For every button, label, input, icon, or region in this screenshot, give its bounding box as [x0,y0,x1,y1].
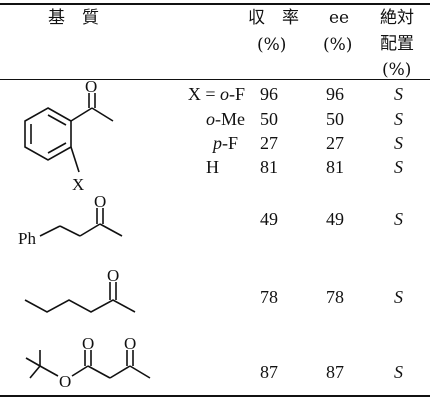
ee-value: 27 [326,133,344,153]
yield-value: 87 [260,362,278,382]
abs-config-unit: (%) [382,60,412,80]
atom-oxygen: O [94,192,106,211]
ee-header: ee [329,8,350,28]
yield-value: 78 [260,287,278,307]
atom-oxygen: O [124,334,136,353]
row-label-2: o-Me [206,109,245,129]
yield-value: 49 [260,209,278,229]
yield-unit: (%) [257,35,287,55]
row-label-4: H [206,157,219,177]
config-value: S [394,362,403,382]
ee-value: 81 [326,157,344,177]
row-label-3: p-F [212,133,238,153]
row-label-1: X = o-F [187,84,245,104]
yield-value: 81 [260,157,278,177]
atom-oxygen: O [59,372,71,391]
config-value: S [394,157,403,177]
yield-value: 50 [260,109,278,129]
atom-oxygen: O [85,77,97,96]
atom-phenyl: Ph [18,229,36,248]
structure-tbutyl-acetoacetate: O O O [25,334,151,391]
yield-value: 96 [260,84,278,104]
ee-unit: (%) [323,35,353,55]
config-value: S [394,109,403,129]
abs-config-header-1: 絶対 [380,8,414,28]
config-value: S [394,209,403,229]
bottom-rule [0,395,430,397]
structure-aryl-ketone: O X [24,77,114,194]
top-rule [0,3,430,5]
yield-header: 収 率 [248,8,299,28]
abs-config-header-2: 配置 [380,34,414,54]
yield-value: 27 [260,133,278,153]
ee-value: 50 [326,109,344,129]
atom-oxygen: O [107,266,119,285]
config-value: S [394,84,403,104]
config-value: S [394,287,403,307]
header-rule [0,79,430,80]
config-value: S [394,133,403,153]
ee-value: 96 [326,84,344,104]
ee-value: 78 [326,287,344,307]
structure-benzylacetone: Ph O [18,192,123,248]
atom-oxygen: O [82,334,94,353]
ee-value: 87 [326,362,344,382]
ee-value: 49 [326,209,344,229]
substrate-header: 基 質 [48,8,99,28]
structure-hexanone: O [24,266,136,313]
atom-substituent-x: X [72,175,84,194]
